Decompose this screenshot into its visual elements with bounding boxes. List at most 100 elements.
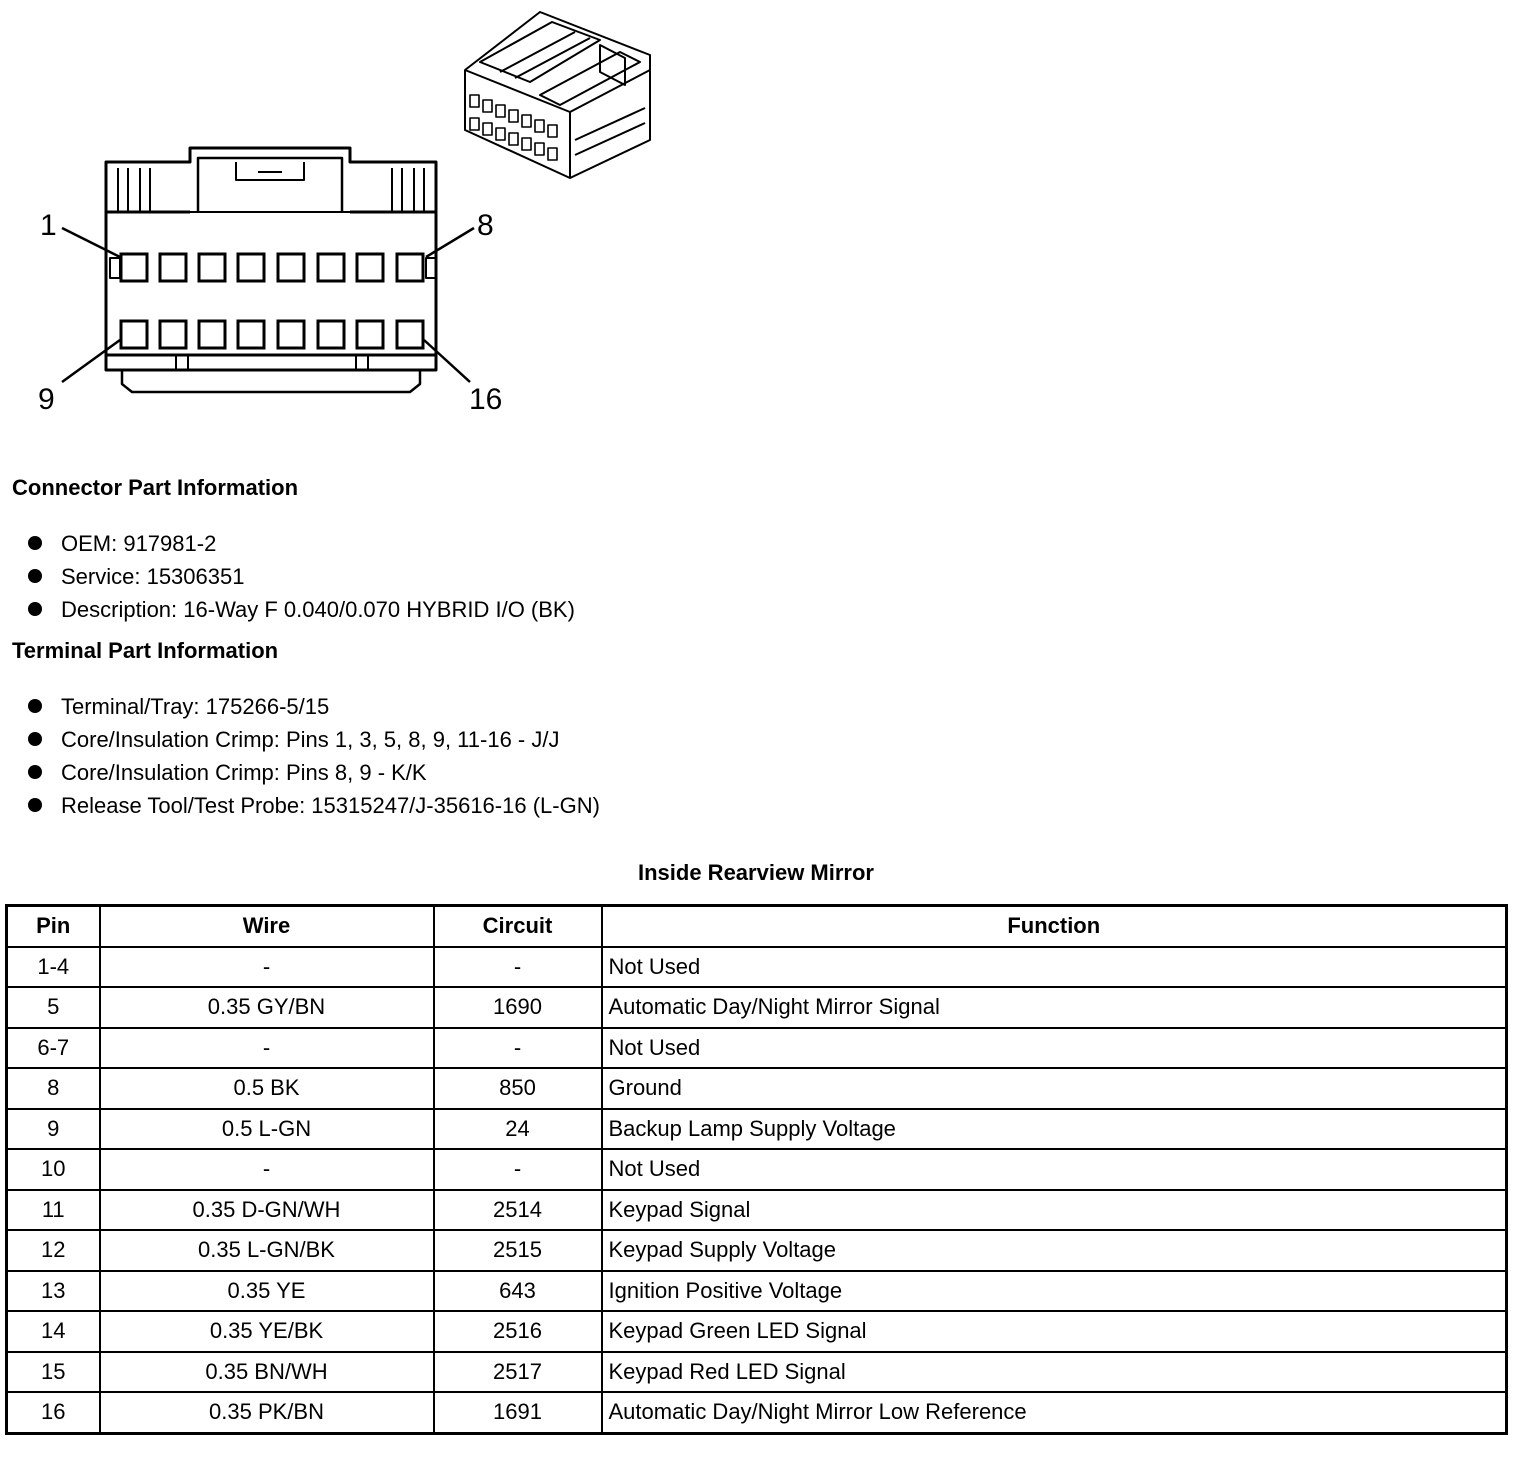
pin-cell: 10 (5, 1148, 101, 1191)
function-cell: Keypad Red LED Signal (600, 1350, 1508, 1393)
cavity-2 (158, 252, 188, 283)
connector-isometric-sketch (464, 11, 651, 179)
circuit-cell: 850 (432, 1067, 603, 1110)
cavity-13 (276, 319, 306, 350)
function-cell: Ignition Positive Voltage (600, 1269, 1508, 1312)
pin-callout-9: 9 (38, 383, 55, 416)
cavity-15 (355, 319, 385, 350)
function-cell: Ground (600, 1067, 1508, 1110)
bullet-icon (28, 569, 42, 583)
wire-cell: 0.35 BN/WH (98, 1350, 435, 1393)
bullet-icon (28, 602, 42, 616)
list-item: Release Tool/Test Probe: 15315247/J-3561… (28, 789, 600, 822)
list-item: OEM: 917981-2 (28, 527, 575, 560)
list-item: Service: 15306351 (28, 560, 575, 593)
bullet-icon (28, 798, 42, 812)
circuit-cell: 2514 (432, 1188, 603, 1231)
circuit-cell: - (432, 945, 603, 988)
function-cell: Keypad Green LED Signal (600, 1310, 1508, 1353)
wire-cell: - (98, 1148, 435, 1191)
circuit-cell: 2517 (432, 1350, 603, 1393)
terminal-info-heading: Terminal Part Information (12, 638, 279, 663)
column-header-circuit: Circuit (432, 904, 603, 948)
circuit-cell: 2515 (432, 1229, 603, 1272)
function-cell: Backup Lamp Supply Voltage (600, 1107, 1508, 1150)
pin-cell: 12 (5, 1229, 101, 1272)
wire-cell: 0.35 PK/BN (98, 1391, 435, 1434)
wire-cell: 0.5 BK (98, 1067, 435, 1110)
cavity-11 (197, 319, 227, 350)
pin-cell: 9 (5, 1107, 101, 1150)
circuit-cell: - (432, 1148, 603, 1191)
column-header-wire: Wire (98, 904, 435, 948)
cavity-8 (395, 252, 425, 283)
table-row: 1-4--Not Used (5, 945, 1508, 988)
pinout-table: Pin Wire Circuit Function 1-4--Not Used … (5, 904, 1508, 1435)
pin-callout-16: 16 (469, 383, 502, 416)
table-row: 6-7--Not Used (5, 1026, 1508, 1069)
pin-cell: 14 (5, 1310, 101, 1353)
callout-leaders (61, 226, 475, 384)
pin-cell: 1-4 (5, 945, 101, 988)
pin-callout-1: 1 (40, 209, 57, 242)
list-item: Core/Insulation Crimp: Pins 8, 9 - K/K (28, 756, 600, 789)
wire-cell: 0.5 L-GN (98, 1107, 435, 1150)
circuit-cell: 24 (432, 1107, 603, 1150)
table-header-row: Pin Wire Circuit Function (5, 904, 1508, 948)
table-row: 10--Not Used (5, 1148, 1508, 1191)
wire-cell: 0.35 D-GN/WH (98, 1188, 435, 1231)
wire-cell: - (98, 945, 435, 988)
function-cell: Not Used (600, 1148, 1508, 1191)
bullet-icon (28, 699, 42, 713)
pin-cell: 13 (5, 1269, 101, 1312)
cavity-3 (197, 252, 227, 283)
pin-cell: 11 (5, 1188, 101, 1231)
function-cell: Keypad Signal (600, 1188, 1508, 1231)
cavity-9 (119, 319, 149, 350)
column-header-pin: Pin (5, 904, 101, 948)
function-cell: Not Used (600, 945, 1508, 988)
list-item: Core/Insulation Crimp: Pins 1, 3, 5, 8, … (28, 723, 600, 756)
column-header-function: Function (600, 904, 1508, 948)
pin-cavities (119, 252, 425, 350)
cavity-10 (158, 319, 188, 350)
pin-cell: 8 (5, 1067, 101, 1110)
wire-cell: 0.35 YE/BK (98, 1310, 435, 1353)
list-item: Terminal/Tray: 175266-5/15 (28, 690, 600, 723)
circuit-cell: 643 (432, 1269, 603, 1312)
connector-front-view (104, 146, 438, 394)
circuit-cell: 1691 (432, 1391, 603, 1434)
connector-info-list: OEM: 917981-2 Service: 15306351 Descript… (28, 527, 575, 626)
function-cell: Automatic Day/Night Mirror Signal (600, 986, 1508, 1029)
pin-callout-8: 8 (477, 209, 494, 242)
table-title: Inside Rearview Mirror (638, 860, 874, 885)
circuit-cell: 1690 (432, 986, 603, 1029)
cavity-4 (236, 252, 266, 283)
cavity-5 (276, 252, 306, 283)
pin-cell: 16 (5, 1391, 101, 1434)
cavity-14 (316, 319, 346, 350)
cavity-12 (236, 319, 266, 350)
terminal-info-list: Terminal/Tray: 175266-5/15 Core/Insulati… (28, 690, 600, 822)
wire-cell: - (98, 1026, 435, 1069)
pin-cell: 15 (5, 1350, 101, 1393)
function-cell: Automatic Day/Night Mirror Low Reference (600, 1391, 1508, 1434)
circuit-cell: - (432, 1026, 603, 1069)
bullet-icon (28, 765, 42, 779)
bullet-icon (28, 732, 42, 746)
pin-cell: 5 (5, 986, 101, 1029)
cavity-1 (119, 252, 149, 283)
circuit-cell: 2516 (432, 1310, 603, 1353)
function-cell: Not Used (600, 1026, 1508, 1069)
connector-diagram: 1 8 9 16 (38, 11, 651, 416)
list-item: Description: 16-Way F 0.040/0.070 HYBRID… (28, 593, 575, 626)
